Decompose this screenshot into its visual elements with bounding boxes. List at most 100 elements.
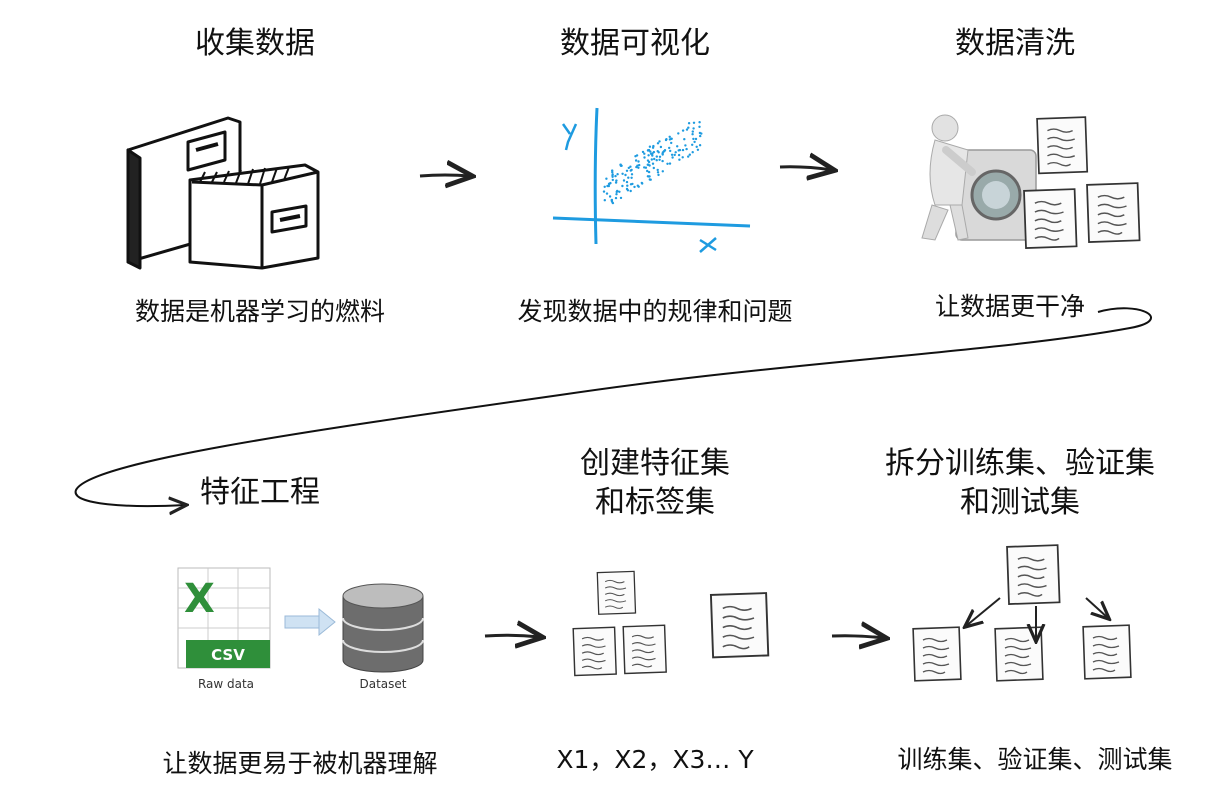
scatter-dot: [681, 129, 685, 132]
scatter-dot: [663, 149, 667, 152]
scatter-dot: [610, 199, 613, 202]
step1-caption: 数据是机器学习的燃料: [134, 297, 385, 326]
database-icon: Dataset: [342, 583, 424, 691]
arrow-2-to-3: [779, 167, 832, 170]
scatter-dot: [626, 184, 629, 187]
scatter-dot: [658, 155, 662, 158]
scatter-dot: [621, 184, 624, 188]
scatter-dot: [646, 169, 649, 173]
dataset-label: Dataset: [360, 677, 407, 691]
scatter-dot: [651, 154, 654, 157]
scatter-dot: [685, 128, 689, 131]
scatter-dot: [602, 190, 606, 193]
scatter-dot: [630, 173, 634, 176]
svg-text:X: X: [184, 576, 215, 622]
csv-label: CSV: [211, 646, 245, 664]
washing-machine-figure-icon: [921, 114, 1037, 241]
scatter-dot: [615, 193, 618, 196]
step5-title-line1: 创建特征集: [580, 446, 730, 481]
scatter-dot: [698, 121, 701, 124]
scatter-dot: [668, 162, 672, 165]
scatter-dot: [643, 156, 646, 159]
scatter-dot: [619, 196, 623, 200]
scatter-dot: [677, 132, 680, 135]
scatter-dot: [643, 152, 646, 155]
scatter-dot: [670, 137, 673, 140]
scatter-dot: [677, 149, 680, 152]
scatter-dot: [611, 178, 614, 182]
step1-title: 收集数据: [195, 26, 315, 61]
scatter-plot-icon: [552, 107, 751, 253]
scatter-dot: [674, 151, 677, 154]
scatter-dot: [687, 155, 690, 158]
clean-document-icons: [1023, 116, 1141, 249]
scatter-dot: [650, 158, 653, 161]
scatter-dot: [646, 159, 650, 162]
scatter-dot: [615, 179, 618, 182]
scatter-dot: [625, 180, 629, 184]
step4-caption: 让数据更易于被机器理解: [162, 749, 438, 778]
scatter-dot: [656, 168, 659, 172]
scatter-dot: [605, 177, 608, 180]
scatter-dot: [687, 126, 690, 129]
scatter-dot: [684, 144, 687, 147]
scatter-dot: [651, 152, 654, 155]
scatter-dot: [659, 145, 663, 149]
scatter-dot: [611, 173, 614, 176]
scatter-dot: [636, 164, 639, 167]
scatter-dot: [666, 162, 669, 165]
scatter-dot: [651, 146, 655, 149]
scatter-dot: [668, 138, 672, 141]
scatter-dot: [616, 173, 619, 176]
step5-caption: X1，X2，X3… Y: [556, 745, 754, 774]
scatter-dot: [661, 170, 664, 173]
scatter-dot: [646, 163, 649, 166]
scatter-dot: [698, 131, 702, 135]
scatter-dot: [611, 175, 614, 178]
scatter-dot: [624, 173, 627, 177]
scatter-dot: [619, 163, 622, 166]
scatter-dot: [692, 127, 695, 130]
scatter-dot: [616, 189, 619, 193]
scatter-dot: [678, 158, 681, 161]
scatter-dot: [658, 158, 661, 161]
scatter-dot: [651, 162, 655, 165]
step3-title: 数据清洗: [955, 26, 1075, 61]
scatter-dot: [622, 179, 626, 182]
scatter-dot: [691, 130, 694, 133]
step2-title: 数据可视化: [560, 26, 710, 61]
scatter-dot: [691, 143, 694, 146]
scatter-dot: [698, 125, 701, 128]
scatter-dot: [694, 137, 698, 141]
scatter-dot: [618, 190, 621, 193]
scatter-dot: [647, 175, 651, 178]
scatter-dot: [656, 142, 660, 145]
scatter-dot: [695, 145, 698, 148]
scatter-dot: [648, 164, 651, 167]
scatter-dot: [687, 122, 691, 125]
step6-title-line1: 拆分训练集、验证集: [885, 446, 1155, 481]
scatter-dot: [627, 176, 630, 179]
scatter-dot: [634, 159, 638, 162]
step6-caption: 训练集、验证集、测试集: [897, 745, 1173, 774]
scatter-dot: [692, 137, 695, 141]
scatter-dot: [646, 149, 650, 152]
scatter-dot: [699, 134, 702, 138]
scatter-dot: [607, 182, 611, 185]
scatter-dot: [611, 201, 615, 205]
scatter-dot: [653, 157, 656, 161]
scatter-dot: [647, 154, 650, 157]
scatter-dot: [637, 185, 640, 188]
step4-title: 特征工程: [200, 475, 320, 510]
scatter-dot: [648, 145, 652, 148]
scatter-dot: [605, 192, 609, 195]
scatter-dot: [664, 138, 668, 142]
scatter-dot: [649, 178, 652, 181]
label-set-document-icon: [709, 592, 770, 659]
scatter-dot: [669, 149, 672, 153]
scatter-dot: [603, 199, 606, 202]
scatter-dot: [635, 154, 639, 157]
scatter-dot: [692, 121, 696, 125]
scatter-dot: [661, 153, 664, 156]
scatter-dot: [691, 151, 694, 154]
